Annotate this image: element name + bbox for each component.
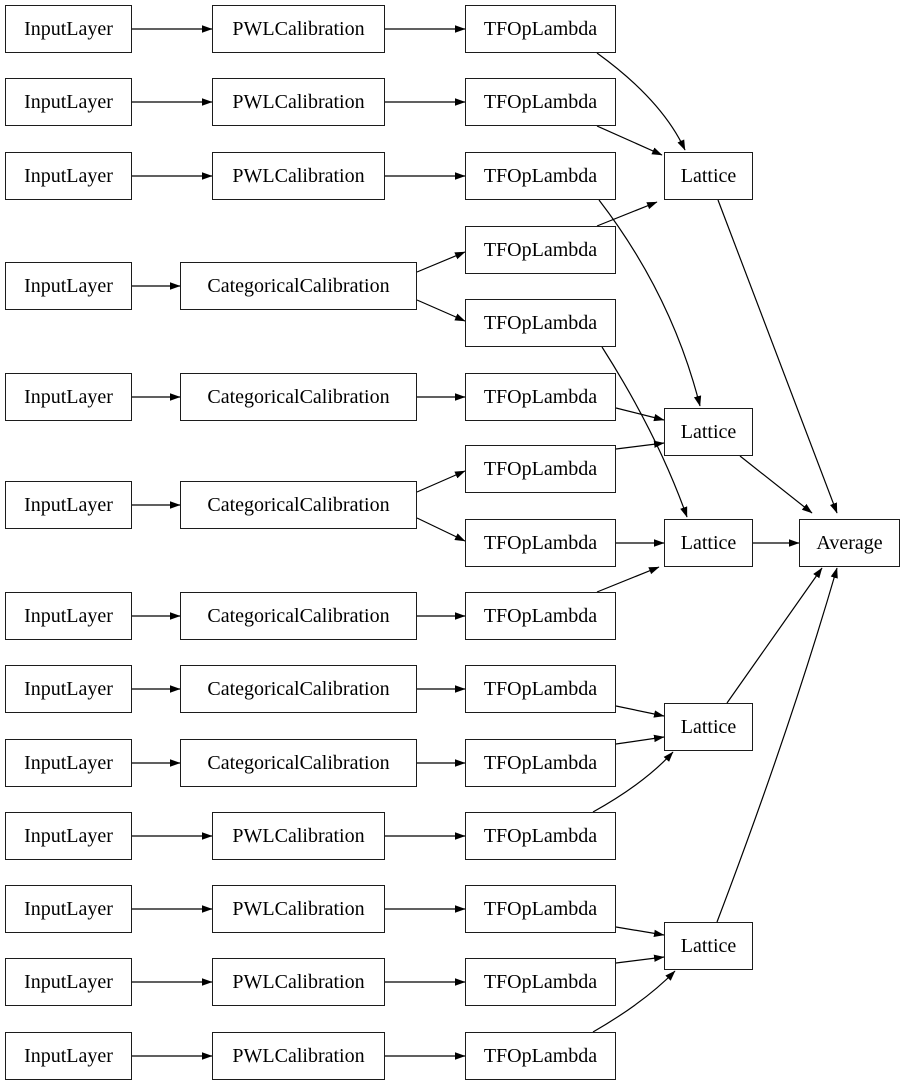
node-input9: InputLayer — [5, 739, 132, 787]
node-input10: InputLayer — [5, 812, 132, 860]
edge-tfop2-to-lattice1 — [596, 125, 663, 156]
edge-tfop1-to-lattice1 — [596, 52, 686, 151]
node-calib2: PWLCalibration — [212, 78, 385, 126]
edge-tfop14-to-lattice5 — [615, 954, 665, 964]
node-lattice1: Lattice — [664, 152, 753, 200]
edge-tfop5-to-lattice3 — [601, 346, 688, 518]
node-input11: InputLayer — [5, 885, 132, 933]
node-input3: InputLayer — [5, 152, 132, 200]
node-tfop5: TFOpLambda — [465, 299, 616, 347]
node-input8: InputLayer — [5, 665, 132, 713]
node-calib7: CategoricalCalibration — [180, 592, 417, 640]
node-input5: InputLayer — [5, 373, 132, 421]
node-input2: InputLayer — [5, 78, 132, 126]
node-calib9: CategoricalCalibration — [180, 739, 417, 787]
node-tfop11: TFOpLambda — [465, 739, 616, 787]
edge-lattice2-to-average — [739, 455, 813, 514]
node-tfop10: TFOpLambda — [465, 665, 616, 713]
node-tfop4: TFOpLambda — [465, 226, 616, 274]
edge-lattice4-to-average — [726, 567, 823, 704]
node-tfop9: TFOpLambda — [465, 592, 616, 640]
node-tfop7: TFOpLambda — [465, 445, 616, 493]
node-lattice2: Lattice — [664, 408, 753, 456]
node-lattice5: Lattice — [664, 922, 753, 970]
node-tfop1: TFOpLambda — [465, 5, 616, 53]
edge-tfop6-to-lattice2 — [615, 407, 665, 422]
node-input7: InputLayer — [5, 592, 132, 640]
node-tfop6: TFOpLambda — [465, 373, 616, 421]
edge-tfop15-to-lattice5 — [592, 970, 676, 1033]
node-tfop3: TFOpLambda — [465, 152, 616, 200]
node-input6: InputLayer — [5, 481, 132, 529]
edge-calib6-to-tfop8 — [416, 517, 466, 542]
edge-tfop12-to-lattice4 — [592, 751, 674, 813]
node-tfop15: TFOpLambda — [465, 1032, 616, 1080]
node-tfop14: TFOpLambda — [465, 958, 616, 1006]
node-calib4: CategoricalCalibration — [180, 262, 417, 310]
node-calib12: PWLCalibration — [212, 958, 385, 1006]
node-calib13: PWLCalibration — [212, 1032, 385, 1080]
edge-calib4-to-tfop5 — [416, 299, 466, 322]
node-calib1: PWLCalibration — [212, 5, 385, 53]
edge-tfop4-to-lattice1 — [596, 201, 658, 227]
edge-tfop7-to-lattice2 — [615, 440, 665, 450]
node-calib11: PWLCalibration — [212, 885, 385, 933]
edge-calib4-to-tfop4 — [416, 251, 466, 273]
node-input12: InputLayer — [5, 958, 132, 1006]
node-lattice4: Lattice — [664, 703, 753, 751]
node-calib10: PWLCalibration — [212, 812, 385, 860]
node-lattice3: Lattice — [664, 519, 753, 567]
node-tfop8: TFOpLambda — [465, 519, 616, 567]
edge-lattice5-to-average — [716, 567, 838, 923]
edge-tfop13-to-lattice5 — [615, 926, 665, 938]
node-tfop2: TFOpLambda — [465, 78, 616, 126]
node-calib3: PWLCalibration — [212, 152, 385, 200]
edge-tfop10-to-lattice4 — [615, 705, 665, 718]
node-average: Average — [799, 519, 900, 567]
node-calib8: CategoricalCalibration — [180, 665, 417, 713]
node-calib6: CategoricalCalibration — [180, 481, 417, 529]
node-input1: InputLayer — [5, 5, 132, 53]
node-tfop13: TFOpLambda — [465, 885, 616, 933]
edge-lattice1-to-average — [717, 199, 838, 514]
edge-calib6-to-tfop7 — [416, 470, 466, 493]
node-calib5: CategoricalCalibration — [180, 373, 417, 421]
edge-tfop9-to-lattice3 — [596, 566, 660, 593]
edge-tfop3-to-lattice2 — [598, 199, 702, 407]
node-input4: InputLayer — [5, 262, 132, 310]
edge-tfop11-to-lattice4 — [615, 734, 665, 745]
node-input13: InputLayer — [5, 1032, 132, 1080]
node-tfop12: TFOpLambda — [465, 812, 616, 860]
